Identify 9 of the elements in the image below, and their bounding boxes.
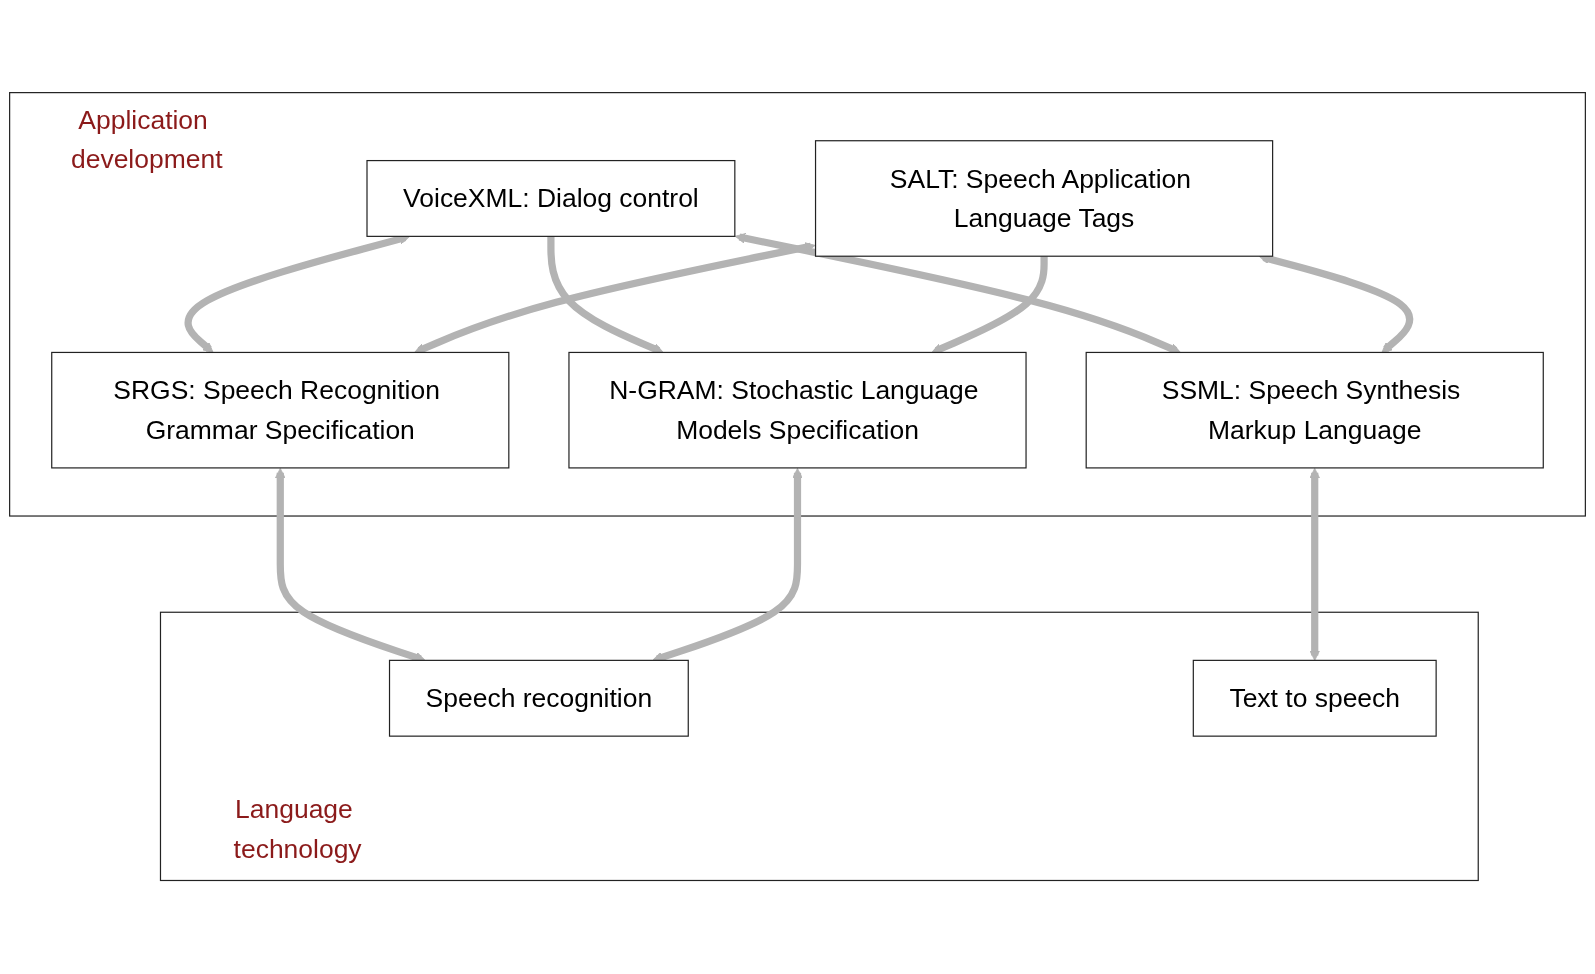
node-box: N-GRAM: Stochastic Language Models Specification <box>568 352 1027 469</box>
node-box: Text to speech <box>1192 660 1437 738</box>
node-box: VoiceXML: Dialog control <box>366 160 736 238</box>
arrow <box>1258 254 1414 354</box>
node-box: SRGS: Speech Recognition Grammar Specification <box>51 352 510 469</box>
node-box: SALT: Speech Application Language Tags <box>814 140 1274 258</box>
arrow <box>1309 468 1320 662</box>
node-box: SSML: Speech Synthesis Markup Language <box>1085 352 1544 469</box>
node-box: Speech recognition <box>388 660 689 738</box>
